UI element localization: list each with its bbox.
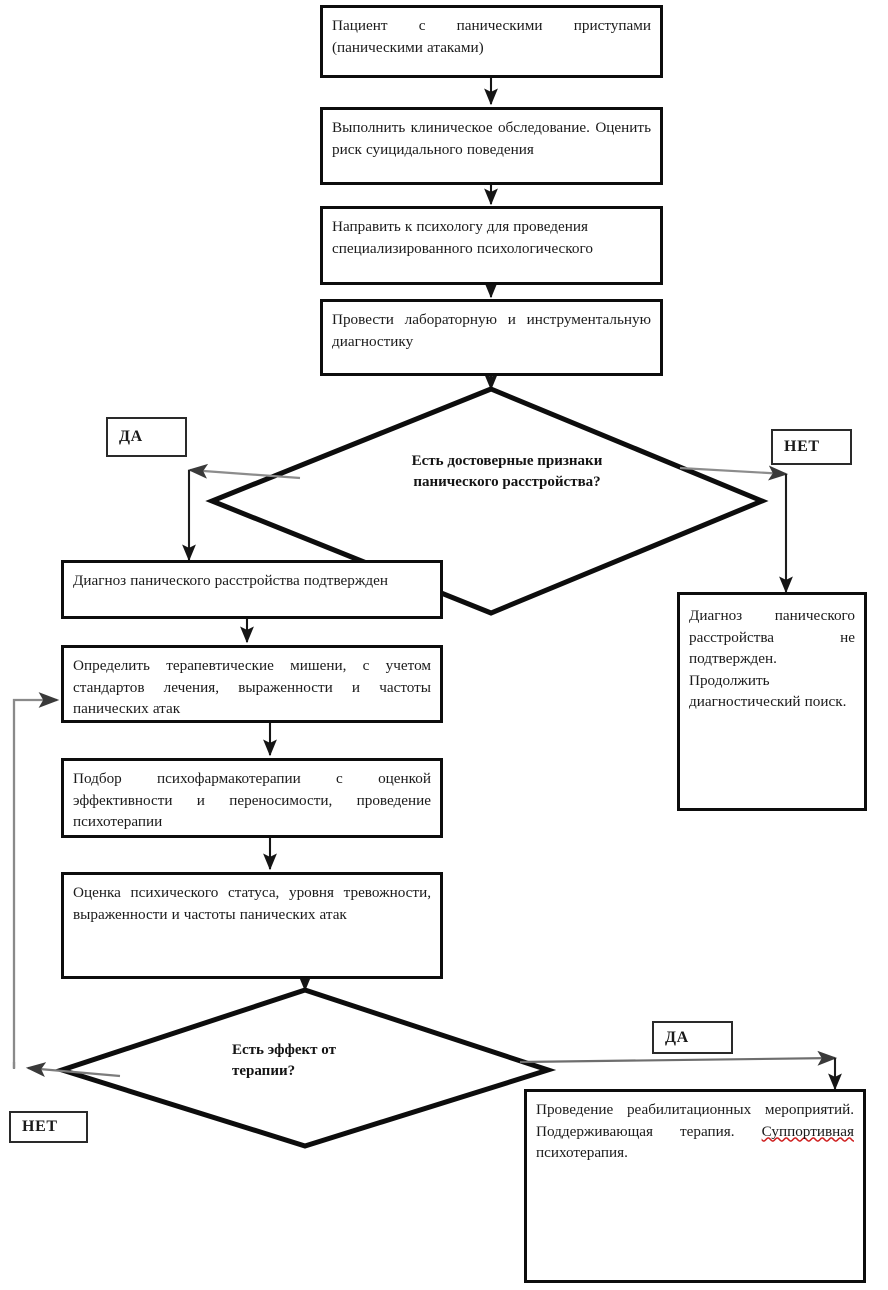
wire-decision2-yes xyxy=(519,1050,838,1066)
branch-tag-no-bottom: НЕТ xyxy=(9,1111,88,1143)
node-lab-diagnostics-text: Провести лабораторную и инструментальную… xyxy=(332,311,651,350)
node-therapeutic-targets-text: Определить терапевтические мишени, с уче… xyxy=(73,657,431,718)
node-patient-text: Пациент с паническими приступами (паниче… xyxy=(332,17,651,56)
node-rehabilitation: Проведение реабилитационных мероприятий.… xyxy=(524,1089,866,1283)
branch-tag-yes-bottom: ДА xyxy=(652,1021,733,1054)
node-diagnosis-confirmed: Диагноз панического расстройства подтвер… xyxy=(61,560,443,619)
node-refer-psychologist: Направить к психологу для проведения спе… xyxy=(320,206,663,285)
node-clinical-exam: Выполнить клиническое обследование. Оцен… xyxy=(320,107,663,185)
branch-tag-yes-top-label: ДА xyxy=(119,428,143,445)
branch-tag-no-top: НЕТ xyxy=(771,429,852,465)
wire-feedback-loop xyxy=(12,692,60,1068)
node-diagnosis-confirmed-text: Диагноз панического расстройства подтвер… xyxy=(73,572,388,589)
rehabilitation-prefix: Проведение реабилитационных мероприятий.… xyxy=(536,1101,854,1140)
node-clinical-exam-text: Выполнить клиническое обследование. Оцен… xyxy=(332,119,651,158)
rehabilitation-spellcheck-word: Суппортивная xyxy=(761,1122,854,1140)
node-diagnosis-not-confirmed: Диагноз панического расстройства не подт… xyxy=(677,592,867,811)
rehabilitation-suffix: психотерапия. xyxy=(536,1144,628,1162)
decision-therapy-effect: Есть эффект от терапии? xyxy=(62,990,548,1146)
node-refer-psychologist-text: Направить к психологу для проведения спе… xyxy=(332,218,593,257)
node-patient: Пациент с паническими приступами (паниче… xyxy=(320,5,663,78)
branch-tag-no-bottom-label: НЕТ xyxy=(22,1118,58,1135)
node-pharmacotherapy: Подбор психофармакотерапии с оценкой эфф… xyxy=(61,758,443,838)
node-diagnosis-not-confirmed-text: Диагноз панического расстройства не подт… xyxy=(689,607,855,711)
node-rehabilitation-text: Проведение реабилитационных мероприятий.… xyxy=(527,1092,863,1164)
node-lab-diagnostics: Провести лабораторную и инструментальную… xyxy=(320,299,663,376)
branch-tag-no-top-label: НЕТ xyxy=(784,438,820,455)
node-assessment-text: Оценка психического статуса, уровня трев… xyxy=(73,884,431,923)
branch-tag-yes-bottom-label: ДА xyxy=(665,1028,689,1046)
decision-therapy-effect-label: Есть эффект от терапии? xyxy=(232,1042,336,1079)
branch-tag-yes-top: ДА xyxy=(106,417,187,457)
node-assessment: Оценка психического статуса, уровня трев… xyxy=(61,872,443,979)
decision-panic-disorder-label: Есть достоверные признаки панического ра… xyxy=(411,453,603,490)
node-therapeutic-targets: Определить терапевтические мишени, с уче… xyxy=(61,645,443,723)
node-pharmacotherapy-text: Подбор психофармакотерапии с оценкой эфф… xyxy=(73,770,431,831)
